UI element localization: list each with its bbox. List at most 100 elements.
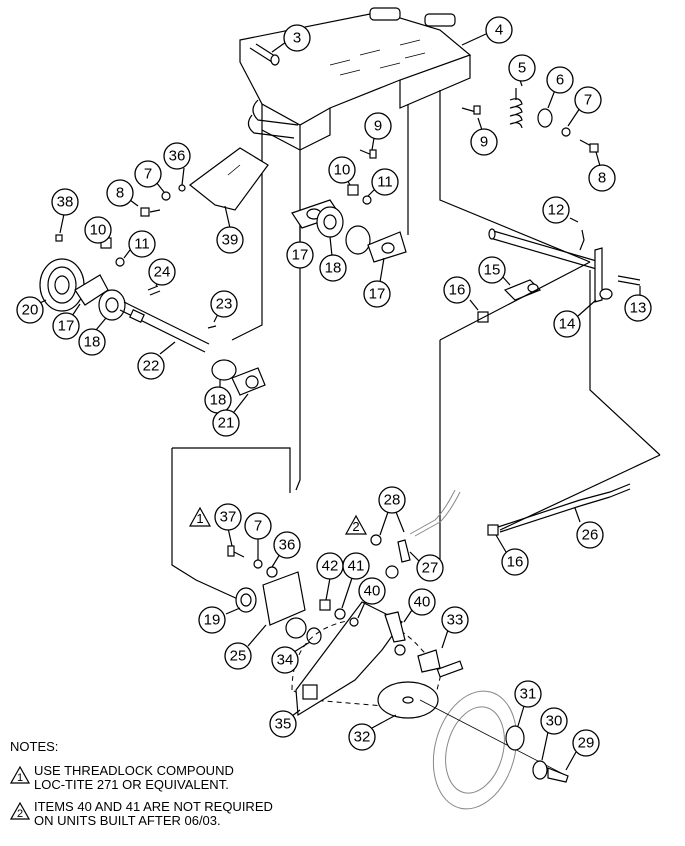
note-1: 1 USE THREADLOCK COMPOUND LOC-TITE 271 O…: [9, 764, 273, 792]
svg-text:40: 40: [414, 594, 431, 611]
svg-text:30: 30: [546, 713, 563, 730]
callout-41: 41: [341, 552, 370, 609]
callout-22: 22: [137, 341, 176, 380]
svg-text:17: 17: [292, 247, 309, 264]
svg-text:19: 19: [204, 612, 221, 629]
svg-text:36: 36: [169, 148, 186, 165]
callout-38: 38: [51, 188, 79, 234]
callout-4: 4: [461, 16, 513, 46]
callout-37: 37: [214, 503, 242, 547]
callout-20: 20: [16, 296, 47, 324]
svg-text:12: 12: [548, 202, 565, 219]
callout-26: 26: [574, 507, 604, 549]
note-triangle-icon: 2: [9, 801, 31, 820]
callout-24: 24: [148, 258, 176, 287]
callout-11: 11: [123, 230, 156, 259]
svg-text:15: 15: [484, 262, 501, 279]
svg-text:34: 34: [277, 652, 294, 669]
svg-text:4: 4: [495, 22, 503, 39]
lower-assembly: [171, 261, 661, 810]
svg-text:20: 20: [22, 302, 39, 319]
svg-text:8: 8: [116, 185, 124, 202]
svg-text:39: 39: [222, 232, 239, 249]
left-pulley-group: [39, 234, 266, 396]
svg-text:11: 11: [377, 174, 393, 191]
svg-text:29: 29: [578, 735, 595, 752]
callout-19: 19: [198, 606, 241, 634]
svg-text:7: 7: [144, 166, 152, 183]
callout-28: 28: [378, 486, 406, 536]
svg-text:7: 7: [254, 518, 262, 535]
note-triangle-icon: 1: [9, 765, 31, 784]
callout-10b: 10: [328, 156, 356, 186]
callout-40b: 40: [403, 588, 436, 623]
svg-text:26: 26: [582, 527, 599, 544]
svg-text:40: 40: [364, 583, 381, 600]
callout-34: 34: [271, 641, 311, 674]
svg-text:23: 23: [216, 296, 233, 313]
svg-text:33: 33: [447, 612, 464, 629]
callout-17: 17: [52, 303, 81, 340]
notes-section: NOTES: 1 USE THREADLOCK COMPOUND LOC-TIT…: [9, 739, 273, 836]
callout-23: 23: [210, 290, 238, 323]
svg-text:2: 2: [352, 519, 359, 534]
note-1-line-2: LOC-TITE 271 OR EQUIVALENT.: [34, 777, 229, 792]
svg-text:21: 21: [218, 415, 235, 432]
center-bearing-group: [291, 184, 407, 263]
callout-6: 6: [546, 66, 574, 109]
svg-text:1: 1: [196, 511, 203, 526]
svg-text:14: 14: [559, 316, 576, 333]
svg-text:25: 25: [230, 648, 247, 665]
callout-30: 30: [540, 707, 568, 761]
callout-15: 15: [478, 256, 511, 286]
notes-header: NOTES:: [10, 739, 59, 754]
callout-8b: 8: [106, 179, 139, 207]
svg-text:5: 5: [518, 60, 526, 77]
callout-36b: 36: [271, 531, 301, 568]
callout-16: 16: [443, 276, 479, 311]
svg-text:7: 7: [584, 92, 592, 109]
main-frame: [231, 7, 601, 491]
callout-18: 18: [78, 317, 107, 356]
svg-text:10: 10: [334, 162, 351, 179]
svg-text:10: 10: [90, 222, 107, 239]
svg-text:18: 18: [210, 392, 227, 409]
callout-39: 39: [216, 205, 244, 254]
callout-27: 27: [409, 551, 444, 582]
triangle-mark-2: 2: [344, 514, 368, 535]
svg-text:18: 18: [325, 260, 342, 277]
svg-text:17: 17: [58, 318, 75, 335]
callout-12: 12: [542, 196, 579, 224]
svg-text:37: 37: [220, 509, 237, 526]
callouts: 3 4 5 6 7 9 9 8 36 7 8 38 10 11 24 23 20…: [16, 16, 652, 771]
svg-text:17: 17: [369, 286, 386, 303]
svg-text:36: 36: [279, 537, 296, 554]
callout-17c: 17: [363, 257, 391, 308]
svg-text:11: 11: [134, 236, 150, 253]
callout-13: 13: [624, 286, 652, 322]
svg-text:32: 32: [354, 729, 371, 746]
svg-text:18: 18: [84, 334, 101, 351]
note-1-mark: 1: [16, 772, 24, 784]
svg-text:9: 9: [374, 118, 382, 135]
callout-42: 42: [316, 552, 344, 601]
callout-40: 40: [357, 577, 386, 619]
callout-32: 32: [348, 714, 397, 751]
svg-text:28: 28: [384, 492, 401, 509]
svg-text:6: 6: [556, 72, 564, 89]
callout-36: 36: [163, 142, 191, 186]
callout-10: 10: [84, 216, 112, 244]
svg-text:38: 38: [57, 194, 74, 211]
bracket-39: [189, 147, 269, 211]
note-2-mark: 2: [16, 808, 24, 820]
callout-5: 5: [508, 54, 536, 87]
note-2-line-2: ON UNITS BUILT AFTER 06/03.: [34, 813, 221, 828]
callout-9b: 9: [470, 117, 498, 156]
callout-7: 7: [567, 86, 602, 127]
svg-text:8: 8: [598, 170, 606, 187]
callout-9: 9: [364, 112, 392, 151]
callout-35: 35: [269, 709, 301, 738]
callout-17b: 17: [286, 226, 314, 269]
svg-text:13: 13: [630, 300, 647, 317]
